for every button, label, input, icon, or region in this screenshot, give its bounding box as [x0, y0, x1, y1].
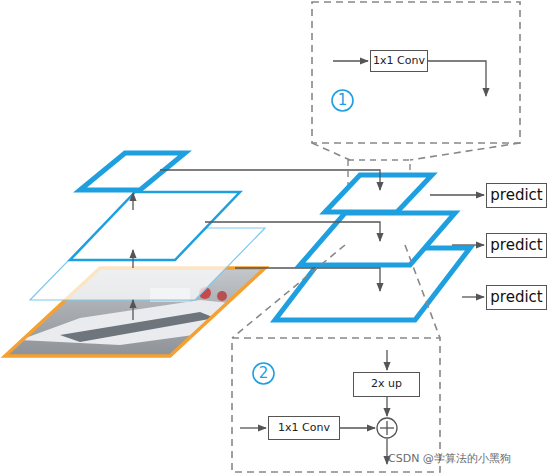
conv-arrow [340, 427, 375, 428]
output-arrow [386, 439, 387, 464]
conv-box: 1x1 Conv [268, 416, 340, 440]
up-arrow [132, 250, 133, 268]
upsample-arrow [386, 397, 387, 416]
callout-number-text: 2 [259, 365, 269, 382]
merged-map [325, 175, 432, 212]
input-arrow [386, 350, 387, 370]
callout-frame [312, 2, 520, 143]
lateral-arrow [235, 268, 380, 291]
predict-box: predict [486, 233, 547, 258]
callout-leader [410, 143, 520, 160]
predict-arrow [462, 296, 484, 297]
output-arrow [428, 61, 486, 96]
callout-number: 2 [252, 362, 275, 385]
conv-box: 1x1 Conv [370, 50, 428, 72]
box-label: predict [490, 187, 542, 204]
up-arrow [132, 193, 133, 210]
lateral-arrow [205, 222, 380, 241]
callout-number-text: 1 [338, 92, 348, 109]
callout-leader [232, 245, 345, 338]
feature-map [70, 192, 240, 260]
callout-leader [312, 143, 350, 160]
predict-box: predict [486, 285, 547, 310]
merged-map [300, 213, 455, 265]
box-label: predict [490, 237, 542, 254]
predict-box: predict [486, 183, 547, 208]
input-arrow [333, 60, 368, 61]
callout-leader [405, 245, 440, 338]
predict-arrow [452, 244, 484, 245]
box-label: 1x1 Conv [278, 422, 330, 434]
input-arrow [240, 427, 266, 428]
watermark: CSDN @学算法的小黑狗 [388, 451, 511, 466]
up-arrow [132, 300, 133, 320]
feature-map [80, 153, 185, 190]
box-label: 2x up [371, 378, 402, 390]
box-label: 1x1 Conv [373, 55, 425, 67]
box-label: predict [490, 289, 542, 306]
upsample-box: 2x up [353, 372, 420, 397]
add-symbol [377, 418, 397, 438]
callout-frame [232, 338, 440, 472]
lateral-arrow [160, 170, 380, 190]
callout-number: 1 [331, 89, 354, 112]
predict-arrow [430, 194, 484, 195]
